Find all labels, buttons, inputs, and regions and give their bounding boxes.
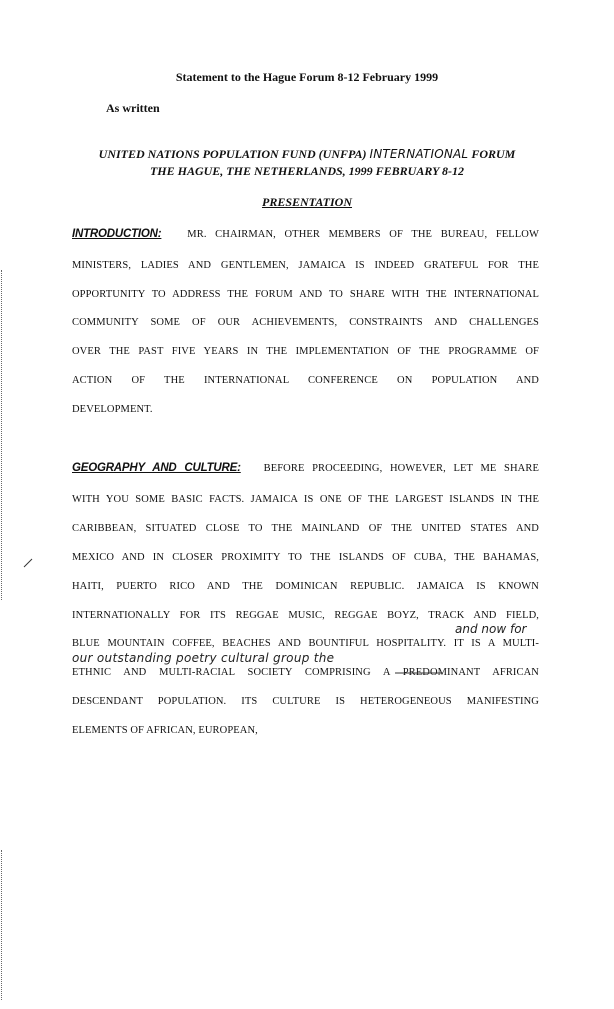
scan-edge-mark-top [1, 270, 2, 600]
geo-line-7: BLUE MOUNTAIN COFFEE, BEACHES AND BOUNTI… [72, 638, 539, 649]
geo-line-3: CARIBBEAN, SITUATED CLOSE TO THE MAINLAN… [72, 523, 539, 534]
intro-line-1: INTRODUCTION: MR. CHAIRMAN, OTHER MEMBER… [72, 228, 539, 240]
intro-line-6: ACTION OF THE INTERNATIONAL CONFERENCE O… [72, 375, 539, 386]
intro-line-7: DEVELOPMENT. [72, 404, 153, 415]
intro-line-1-text: MR. CHAIRMAN, OTHER MEMBERS OF THE BUREA… [187, 229, 539, 240]
geo-line-1: GEOGRAPHY AND CULTURE: BEFORE PROCEEDING… [72, 462, 539, 474]
intro-heading: INTRODUCTION: [72, 228, 162, 240]
scan-edge-mark-bottom [1, 850, 2, 1000]
intro-line-5: OVER THE PAST FIVE YEARS IN THE IMPLEMEN… [72, 346, 539, 357]
intro-line-3: OPPORTUNITY TO ADDRESS THE FORUM AND TO … [72, 289, 539, 300]
heading-line-2: THE HAGUE, THE NETHERLANDS, 1999 FEBRUAR… [149, 164, 465, 178]
geo-line-9: DESCENDANT POPULATION. ITS CULTURE IS HE… [72, 696, 539, 707]
geo-line-8: ETHNIC AND MULTI-RACIAL SOCIETY COMPRISI… [72, 667, 539, 678]
document-title: Statement to the Hague Forum 8-12 Februa… [175, 70, 439, 84]
stray-pen-mark [23, 558, 33, 568]
heading-line-1-suffix: FORUM [471, 147, 516, 161]
geo-line-1-text: BEFORE PROCEEDING, HOWEVER, LET ME SHARE [263, 463, 539, 474]
intro-line-2: MINISTERS, LADIES AND GENTLEMEN, JAMAICA… [72, 260, 539, 271]
handwritten-note-2: our outstanding poetry cultural group th… [72, 651, 335, 665]
geo-line-4: MEXICO AND IN CLOSER PROXIMITY TO THE IS… [72, 552, 539, 563]
strike-through-mark [395, 672, 443, 674]
presentation-heading: PRESENTATION [261, 195, 353, 209]
geo-heading: GEOGRAPHY AND CULTURE: [72, 462, 241, 474]
intro-line-4: COMMUNITY SOME OF OUR ACHIEVEMENTS, CONS… [72, 317, 539, 328]
as-written-label: As written [106, 101, 160, 115]
geo-line-6: INTERNATIONALLY FOR ITS REGGAE MUSIC, RE… [72, 610, 539, 621]
geo-line-10: ELEMENTS OF AFRICAN, EUROPEAN, [72, 725, 258, 736]
heading-line-1-handwritten: INTERNATIONAL [369, 147, 469, 161]
geo-line-2: WITH YOU SOME BASIC FACTS. JAMAICA IS ON… [72, 494, 539, 505]
geo-line-5: HAITI, PUERTO RICO AND THE DOMINICAN REP… [72, 581, 539, 592]
heading-line-1-prefix: UNITED NATIONS POPULATION FUND (UNFPA) [98, 147, 367, 161]
heading-line-1: UNITED NATIONS POPULATION FUND (UNFPA) I… [0, 147, 614, 162]
handwritten-note-1: and now for [455, 622, 527, 636]
